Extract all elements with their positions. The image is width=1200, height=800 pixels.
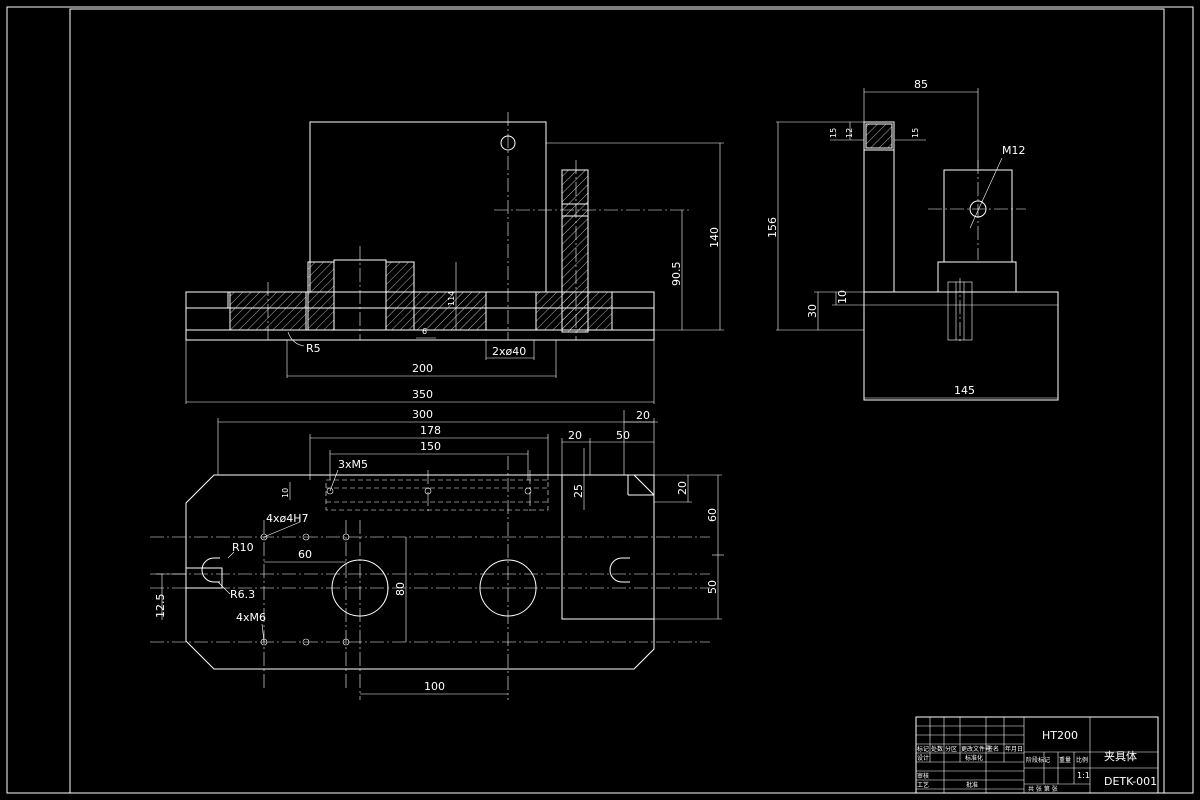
dim-145: 145	[954, 384, 975, 397]
dim-140: 140	[708, 227, 721, 248]
label-4xm6: 4xM6	[236, 611, 266, 624]
dim-20a: 20	[568, 429, 582, 442]
label-3xm5: 3xM5	[338, 458, 368, 471]
title-material: HT200	[1042, 729, 1078, 742]
title-drawing-number: DETK-001	[1104, 775, 1157, 788]
dim-12: 12	[845, 128, 854, 138]
title-scale: 1:1	[1077, 771, 1090, 780]
dim-350: 350	[412, 388, 433, 401]
title-review: 审核	[917, 772, 929, 780]
title-designer: 设计	[917, 754, 929, 762]
dim-156: 156	[766, 217, 779, 238]
dim-6: 6	[422, 327, 427, 336]
title-row-label-3: 更改文件号	[961, 745, 991, 753]
title-drawing-name: 夹具体	[1104, 749, 1137, 763]
dim-60a: 60	[706, 508, 719, 522]
dim-50a: 50	[616, 429, 630, 442]
dim-90-5: 90.5	[670, 262, 683, 287]
dim-20b: 20	[636, 409, 650, 422]
label-r6-3: R6.3	[230, 588, 255, 601]
title-row-label-5: 年月日	[1005, 745, 1023, 753]
title-row-label-4: 签名	[987, 745, 999, 753]
title-block: HT200 夹具体 DETK-001 1:1 标记 处数 分区 更改文件号 签名…	[915, 716, 1159, 794]
drawing-frame	[6, 6, 1194, 794]
dim-300: 300	[412, 408, 433, 421]
label-4xh7: 4xø4H7	[266, 512, 309, 525]
title-row-label-1: 处数	[931, 745, 943, 753]
dim-25: 25	[572, 484, 585, 498]
dim-150: 150	[420, 440, 441, 453]
dim-15a: 15	[829, 128, 838, 138]
title-ratio: 比例	[1076, 756, 1088, 764]
title-approve: 批准	[966, 781, 978, 789]
front-view: 350 200 2xø40 6 140 90.5 114 R5	[185, 112, 724, 404]
top-view: 300 178 150 20 50 20 25 20 60 50	[150, 408, 724, 700]
side-view: 85 156 30 10 145 15 12 15 M12	[766, 78, 1059, 401]
dim-2x40: 2xø40	[492, 345, 526, 358]
dim-100: 100	[424, 680, 445, 693]
title-weight: 重量	[1059, 756, 1071, 764]
title-stage-mark: 阶段标记	[1026, 756, 1050, 764]
dim-80: 80	[394, 582, 407, 596]
dim-15b: 15	[911, 128, 920, 138]
dim-50b: 50	[706, 580, 719, 594]
dim-10: 10	[836, 290, 849, 304]
dim-85: 85	[914, 78, 928, 91]
dim-178: 178	[420, 424, 441, 437]
label-m12: M12	[1002, 144, 1026, 157]
dim-114: 114	[447, 291, 456, 306]
title-process: 工艺	[917, 781, 929, 789]
dim-r5: R5	[306, 342, 321, 355]
dim-20c: 20	[676, 481, 689, 495]
dim-200: 200	[412, 362, 433, 375]
title-row-label-0: 标记	[917, 745, 929, 753]
dim-10: 10	[281, 488, 290, 498]
dim-12-5: 12.5	[154, 594, 167, 619]
title-row-label-2: 分区	[945, 745, 957, 753]
title-sheets: 共 张 第 张	[1028, 785, 1058, 793]
label-r10: R10	[232, 541, 254, 554]
dim-30: 30	[806, 304, 819, 318]
dim-60b: 60	[298, 548, 312, 561]
title-standardization: 标准化	[965, 754, 983, 762]
